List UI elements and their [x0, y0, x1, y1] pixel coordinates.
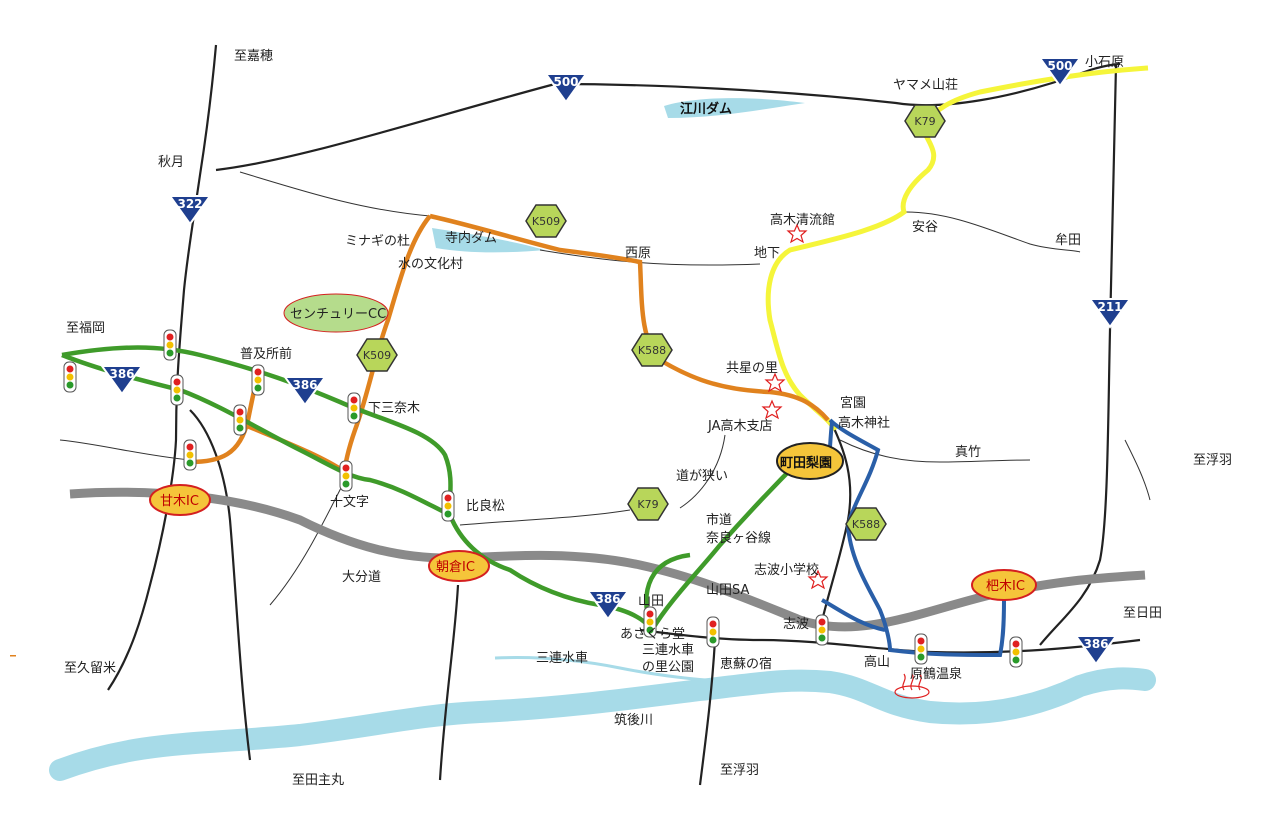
- label-muta: 牟田: [1055, 233, 1081, 248]
- svg-text:386: 386: [292, 378, 317, 392]
- label-takagi-jinja: 高木神社: [838, 415, 890, 431]
- label-shido-naraga: 市道奈良ヶ谷線: [706, 512, 771, 546]
- label-shiba-school: 志波小学校: [754, 562, 819, 578]
- r211-shield: 211: [1088, 298, 1132, 329]
- haki-ic-badge: [971, 569, 1037, 601]
- r500-east-shield: 500: [1038, 57, 1082, 88]
- svg-text:322: 322: [177, 197, 202, 211]
- k79-south-hex: K79: [627, 487, 669, 521]
- r500-west-shield: 500: [544, 73, 588, 104]
- r386-shield-b: 386: [283, 376, 327, 407]
- label-yamada-sa: 山田SA: [706, 583, 749, 598]
- r386-shield-c: 386: [586, 590, 630, 621]
- hot-spring-icon: [894, 673, 930, 699]
- label-egawa-dam: 江川ダム: [680, 101, 732, 117]
- label-shiba: 志波: [783, 617, 809, 632]
- label-michi-semai: 道が狭い: [676, 469, 728, 484]
- svg-text:K79: K79: [637, 498, 658, 511]
- label-yasutani: 安谷: [912, 220, 938, 235]
- label-amagi-ic: 甘木IC: [160, 494, 199, 509]
- r386-shield-d: 386: [1074, 635, 1118, 666]
- svg-text:K588: K588: [852, 518, 880, 531]
- svg-text:500: 500: [1047, 59, 1072, 73]
- teranai-dam-shape: [432, 228, 545, 253]
- label-chikugo-river: 筑後川: [614, 712, 653, 728]
- label-fukyushomae: 普及所前: [240, 346, 292, 362]
- k509-north-hex: K509: [525, 204, 567, 238]
- label-to-fukuoka: 至福岡: [66, 321, 105, 336]
- label-haki-ic: 杷木IC: [986, 579, 1025, 594]
- machida-orchard-badge: [776, 442, 844, 480]
- svg-text:211: 211: [1097, 300, 1122, 314]
- label-kyoseinosato: 共星の里: [726, 361, 778, 376]
- r386-shield-a: 386: [100, 365, 144, 396]
- amagi-ic-badge: [149, 484, 211, 516]
- label-mizu-no-bunkamura: 水の文化村: [398, 257, 463, 272]
- label-yamame-sanso: ヤマメ山荘: [893, 78, 958, 93]
- label-takayama: 高山: [864, 654, 890, 670]
- label-minagi-no-mori: ミナギの杜: [345, 234, 410, 249]
- r322-shield: 322: [168, 195, 212, 226]
- svg-text:500: 500: [553, 75, 578, 89]
- label-to-kaho: 至嘉穂: [234, 49, 273, 64]
- label-nishihara: 西原: [625, 246, 651, 261]
- label-koishiwara: 小石原: [1085, 55, 1124, 70]
- minor-roads: [59, 171, 1151, 606]
- k79-north-hex: K79: [904, 104, 946, 138]
- svg-text:K509: K509: [363, 349, 391, 362]
- label-century-cc: センチュリーCC: [290, 307, 386, 322]
- label-sanrensuisha: 三連水車: [536, 651, 588, 666]
- k509-west-hex: K509: [356, 338, 398, 372]
- label-yamada: 山田: [638, 594, 664, 609]
- svg-text:K509: K509: [532, 215, 560, 228]
- egawa-dam-shape: [664, 98, 805, 118]
- landmark-star-icons: [761, 223, 829, 590]
- chikugo-river: [49, 667, 1156, 781]
- label-akizuki: 秋月: [158, 155, 184, 170]
- small-stream: [494, 655, 721, 683]
- label-sanrensuisha-park: 三連水車の里公園: [642, 643, 694, 675]
- traffic-light-icons: [63, 329, 1023, 668]
- route-yellow: [765, 65, 1149, 432]
- svg-text:386: 386: [109, 367, 134, 381]
- label-asakura-ic: 朝倉IC: [436, 560, 475, 575]
- label-keso-no-yado: 恵蘇の宿: [720, 656, 772, 672]
- label-madake: 真竹: [955, 445, 981, 460]
- label-oita-road: 大分道: [342, 570, 381, 585]
- k588-south-hex: K588: [845, 507, 887, 541]
- asakura-ic-badge: [428, 550, 490, 582]
- label-to-kurume: 至久留米: [64, 661, 116, 676]
- label-jumonji: 十文字: [330, 495, 369, 510]
- svg-text:K588: K588: [638, 344, 666, 357]
- label-shimomitsunagi: 下三奈木: [368, 401, 420, 416]
- route-blue: [821, 418, 1006, 658]
- label-ja-takagi: JA高木支店: [707, 418, 773, 434]
- label-jige: 地下: [754, 246, 780, 261]
- thin-roads: [107, 44, 1141, 786]
- label-teranai-dam: 寺内ダム: [445, 230, 497, 246]
- stray-mark: [10, 655, 16, 657]
- svg-text:386: 386: [595, 592, 620, 606]
- k588-north-hex: K588: [631, 333, 673, 367]
- svg-text:K79: K79: [914, 115, 935, 128]
- label-hirama: 比良松: [466, 498, 505, 514]
- label-to-tanushimaru: 至田主丸: [292, 773, 344, 788]
- label-to-ukiha-east: 至浮羽: [1193, 453, 1232, 468]
- label-asakuradou: あさくら堂: [620, 627, 685, 642]
- label-to-hita: 至日田: [1123, 606, 1162, 621]
- label-haratsuru-onsen: 原鶴温泉: [910, 666, 962, 682]
- label-takagi-seiryukan: 高木清流館: [770, 212, 835, 228]
- century-cc-marker: [283, 293, 389, 333]
- svg-text:386: 386: [1083, 637, 1108, 651]
- label-miyazono: 宮園: [840, 395, 866, 411]
- label-machida-orchard: 町田梨園: [780, 455, 832, 471]
- label-to-ukiha-south: 至浮羽: [720, 763, 759, 778]
